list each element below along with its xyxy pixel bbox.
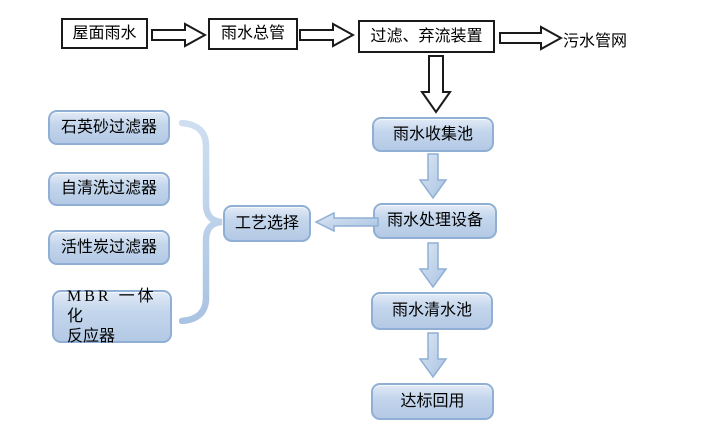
- node-activated-carbon-filter: 活性炭过滤器: [48, 230, 170, 265]
- node-self-cleaning-filter: 自清洗过滤器: [48, 172, 170, 206]
- arrow-filter-to-collection-icon: [420, 55, 452, 114]
- node-rain-collection-pool: 雨水收集池: [372, 117, 494, 152]
- mbr-reactor-line2: 反应器: [67, 327, 116, 345]
- node-rain-main-pipe: 雨水总管: [208, 18, 298, 50]
- node-process-selection: 工艺选择: [223, 205, 311, 242]
- arrow-filter-to-sewage-icon: [499, 25, 563, 51]
- mbr-reactor-line1: MBR 一体化: [67, 287, 157, 325]
- arrow-main-to-filter-icon: [299, 22, 355, 48]
- arrow-collection-to-treatment-icon: [418, 153, 448, 200]
- label-sewage-network: 污水管网: [563, 33, 628, 50]
- node-mbr-reactor: MBR 一体化 反应器: [52, 287, 172, 345]
- arrow-treatment-to-clean-icon: [418, 242, 448, 289]
- node-reach-standard-reuse: 达标回用: [371, 383, 494, 420]
- node-roof-rainwater: 屋面雨水: [61, 18, 148, 49]
- arrow-treatment-to-process-select-icon: [314, 211, 379, 233]
- arrow-roof-to-main-icon: [151, 22, 207, 48]
- node-rain-treatment-equipment: 雨水处理设备: [373, 203, 497, 239]
- node-filter-discard-device: 过滤、弃流装置: [358, 20, 495, 53]
- node-quartz-sand-filter: 石英砂过滤器: [48, 110, 170, 145]
- arrow-clean-to-reuse-icon: [418, 332, 448, 379]
- brace-process-options-icon: [179, 120, 223, 324]
- node-rain-clean-pool: 雨水清水池: [371, 292, 493, 330]
